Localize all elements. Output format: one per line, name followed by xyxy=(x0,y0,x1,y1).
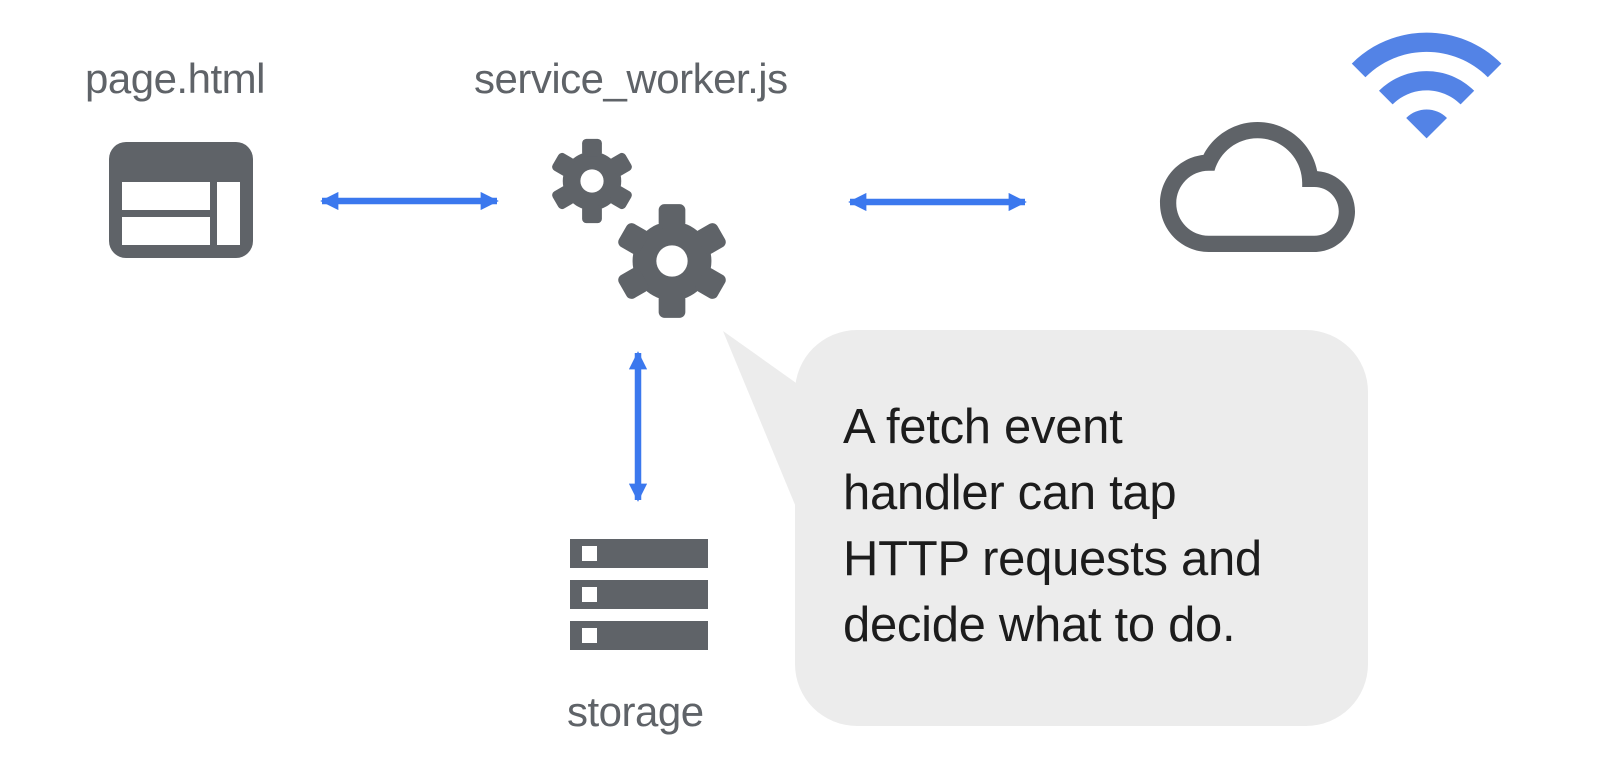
cloud-icon xyxy=(1160,122,1355,252)
wifi-icon xyxy=(1351,32,1502,139)
service-worker-label: service_worker.js xyxy=(474,55,788,102)
server-stack-icon xyxy=(570,539,708,650)
gear-large-icon xyxy=(616,204,728,318)
browser-window-icon xyxy=(109,142,253,258)
gears-icon xyxy=(550,138,728,318)
callout-line: HTTP requests and xyxy=(843,532,1262,586)
callout-line: handler can tap xyxy=(843,466,1177,520)
gear-small-icon xyxy=(550,138,634,224)
callout-line: decide what to do. xyxy=(843,598,1236,652)
callout-line: A fetch event xyxy=(843,400,1123,454)
page-html-label: page.html xyxy=(85,55,265,102)
callout-bubble: A fetch event handler can tap HTTP reque… xyxy=(795,330,1368,726)
storage-label: storage xyxy=(567,688,704,735)
callout-tail xyxy=(723,331,806,512)
